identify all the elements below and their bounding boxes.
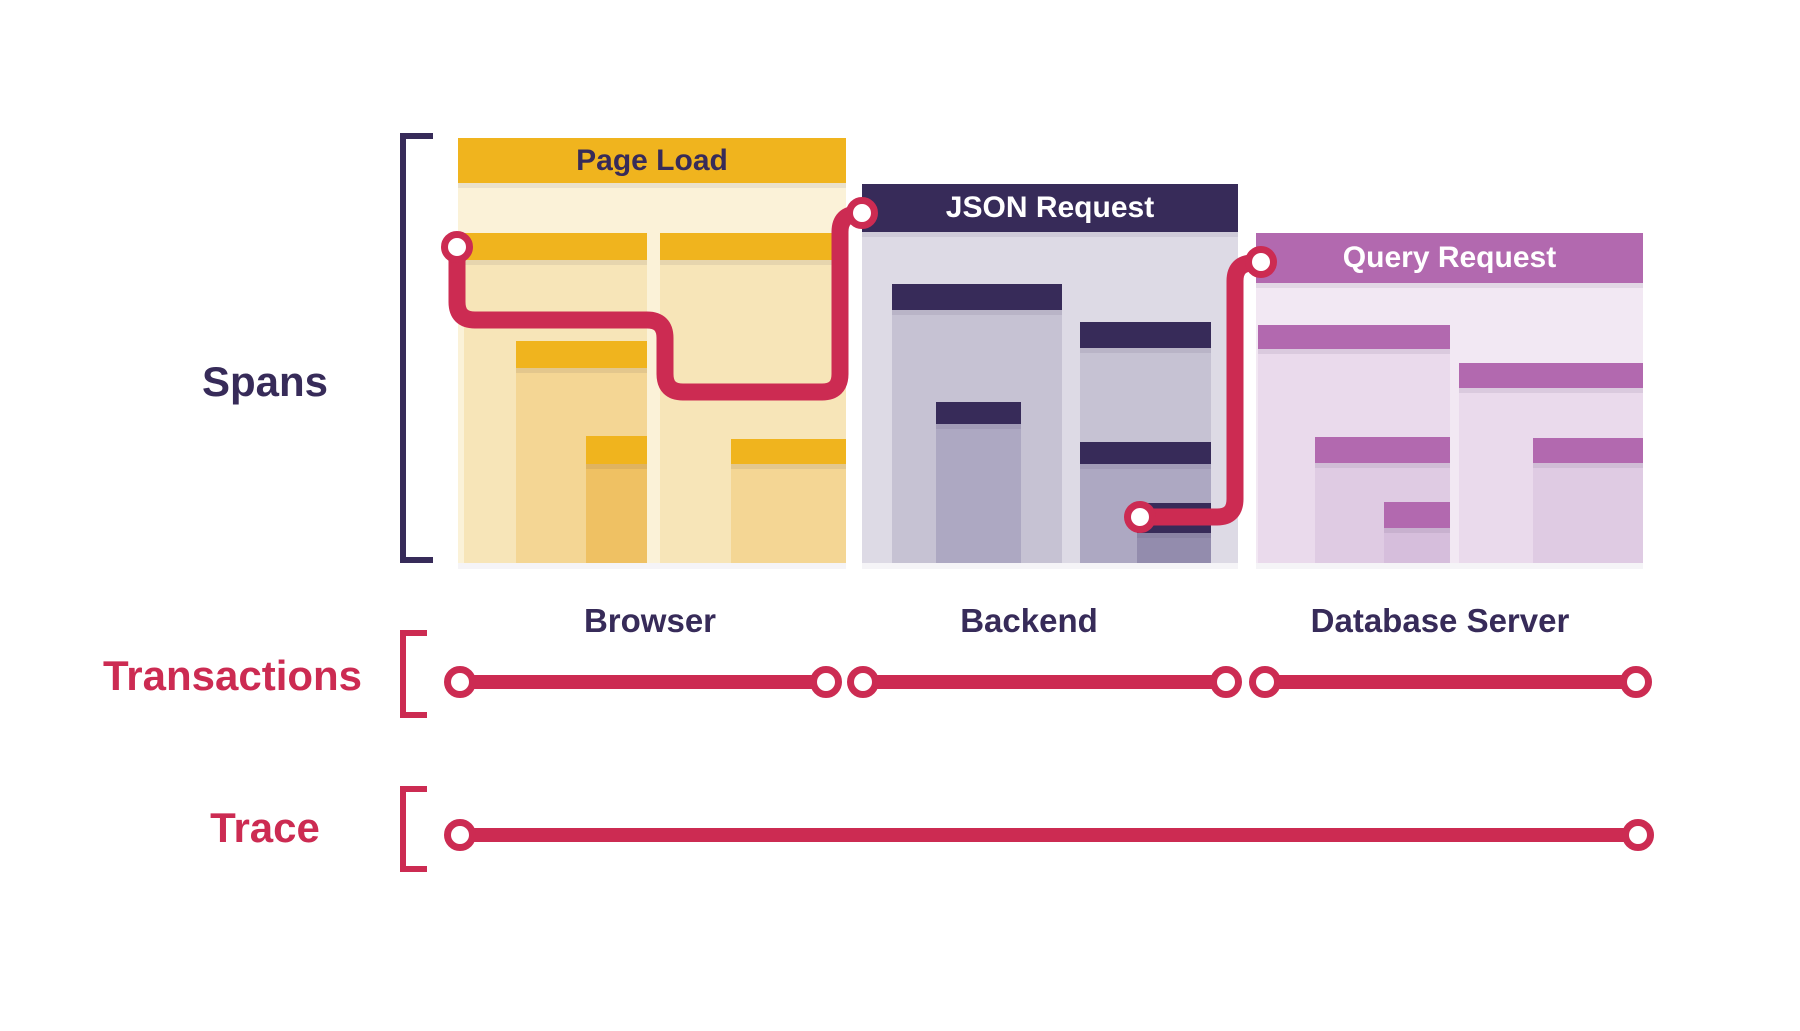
transaction-node — [810, 666, 842, 698]
span-header-bar — [1080, 322, 1211, 348]
span-header-bar — [1533, 438, 1643, 463]
transaction-node — [1620, 666, 1652, 698]
trace-node-end — [1622, 819, 1654, 851]
transactions-row-label: Transactions — [102, 652, 363, 699]
span-header-bar — [660, 233, 846, 260]
span-card — [1080, 442, 1211, 563]
span-header-bar — [1258, 325, 1450, 349]
panel-json-request: JSON Request — [862, 184, 1238, 563]
span-card — [892, 284, 1062, 563]
span-card — [1459, 363, 1643, 563]
span-header-bar — [1384, 502, 1450, 528]
trace-row-label: Trace — [210, 804, 320, 851]
trace-node-start — [444, 819, 476, 851]
span-card — [1533, 438, 1643, 563]
span-card — [660, 233, 846, 563]
span-header-bar — [936, 402, 1021, 424]
spans-row-label: Spans — [201, 358, 329, 405]
span-header-bar — [892, 284, 1062, 310]
spans-bracket — [400, 133, 433, 563]
span-header-bar — [516, 341, 647, 368]
span-card — [936, 402, 1021, 563]
span-card — [1384, 502, 1450, 563]
span-card — [516, 341, 647, 563]
panel-json-request-title: JSON Request — [862, 184, 1238, 232]
panel-query-request-title: Query Request — [1256, 233, 1643, 283]
transaction-node — [1249, 666, 1281, 698]
span-header-bar — [1459, 363, 1643, 388]
panel-page-load: Page Load — [458, 138, 846, 563]
span-card — [464, 233, 647, 563]
machine-label-browser: Browser — [583, 602, 717, 639]
transaction-node — [444, 666, 476, 698]
panel-query-request: Query Request — [1256, 233, 1643, 563]
span-header-bar — [586, 436, 647, 464]
transactions-bracket — [400, 630, 427, 718]
span-header-bar — [1315, 437, 1450, 463]
span-card — [1080, 322, 1211, 563]
span-header-bar — [1080, 442, 1211, 464]
span-header-bar — [464, 233, 647, 260]
span-header-bar — [731, 439, 846, 464]
span-card — [586, 436, 647, 563]
transaction-node — [1210, 666, 1242, 698]
span-card — [1258, 325, 1450, 563]
span-header-bar — [1137, 503, 1211, 533]
trace-bracket — [400, 786, 427, 872]
machine-label-database-server: Database Server — [1310, 602, 1570, 639]
machine-label-backend: Backend — [960, 602, 1098, 639]
span-card — [1315, 437, 1450, 563]
panel-page-load-title: Page Load — [458, 138, 846, 183]
span-card — [731, 439, 846, 563]
transaction-node — [847, 666, 879, 698]
span-card — [1137, 503, 1211, 563]
